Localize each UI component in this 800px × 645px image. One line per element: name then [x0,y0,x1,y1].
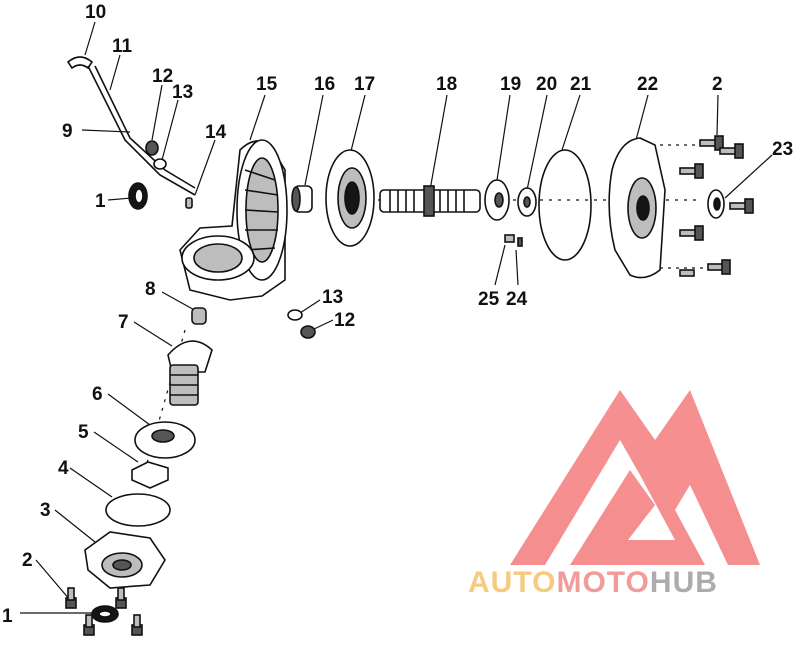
housing-cover [608,137,666,279]
callout-2-bottom: 2 [22,550,33,571]
washer-lower [287,309,303,321]
callout-19: 19 [500,74,521,95]
callout-7: 7 [118,312,129,333]
output-shaft [379,185,481,217]
small-pin-24 [517,237,523,247]
watermark-logo: AUTOMOTOHUB [468,390,760,599]
callout-4: 4 [58,458,69,479]
seal-left [128,182,148,210]
watermark-word-moto: MOTO [556,566,649,599]
o-ring-lower [105,493,171,527]
bolts-right [679,135,754,277]
svg-text:AUTOMOTOHUB: AUTOMOTOHUB [468,566,718,599]
callout-15: 15 [256,74,278,95]
callout-17: 17 [354,74,375,95]
watermark-word-hub: HUB [650,566,718,599]
bushing [291,185,313,213]
watermark-mark [510,390,760,565]
watermark-word-auto: AUTO [468,566,556,599]
seal-right [707,189,725,219]
callout-14: 14 [205,122,227,143]
callout-23: 23 [772,139,793,160]
callout-21: 21 [570,74,592,95]
gear-housing [179,139,288,301]
small-bolt-25 [504,234,515,243]
callout-12-bottom: 12 [334,310,355,331]
ring-gear [325,149,375,247]
callout-13-top: 13 [172,82,193,103]
callout-13-bottom: 13 [322,287,343,308]
callout-11: 11 [112,36,133,57]
callout-5: 5 [78,422,89,443]
callout-1-top: 1 [95,191,106,212]
callout-9: 9 [62,121,73,142]
callout-1-bottom: 1 [2,606,13,627]
breather-tube-assembly [66,56,196,196]
callout-20: 20 [536,74,557,95]
dowel-pin [185,197,193,209]
callout-3: 3 [40,500,51,521]
bearing-lower [134,421,196,459]
callout-10: 10 [85,2,106,23]
o-ring-large [538,149,592,261]
callout-24: 24 [506,289,528,310]
callout-25: 25 [478,289,500,310]
leader-lines [20,21,773,614]
hex-nut-lower [131,461,169,489]
flange-cover [84,531,166,589]
callout-8: 8 [145,279,156,300]
callout-labels: 10 11 12 13 9 14 1 15 16 17 18 19 20 21 … [2,2,793,627]
bearing-right [484,179,510,221]
callout-12-top: 12 [152,66,173,87]
drain-plug [191,307,207,325]
callout-6: 6 [92,384,103,405]
seal-lower [91,605,119,623]
pinion-gear [167,340,213,406]
callout-18: 18 [436,74,457,95]
callout-16: 16 [314,74,335,95]
washer-top [153,158,167,170]
nut-top [145,140,159,156]
nut-lower [300,325,316,339]
thrust-washer [517,187,537,217]
callout-2-top: 2 [712,74,723,95]
callout-22: 22 [637,74,658,95]
bolts-lower [65,587,143,636]
